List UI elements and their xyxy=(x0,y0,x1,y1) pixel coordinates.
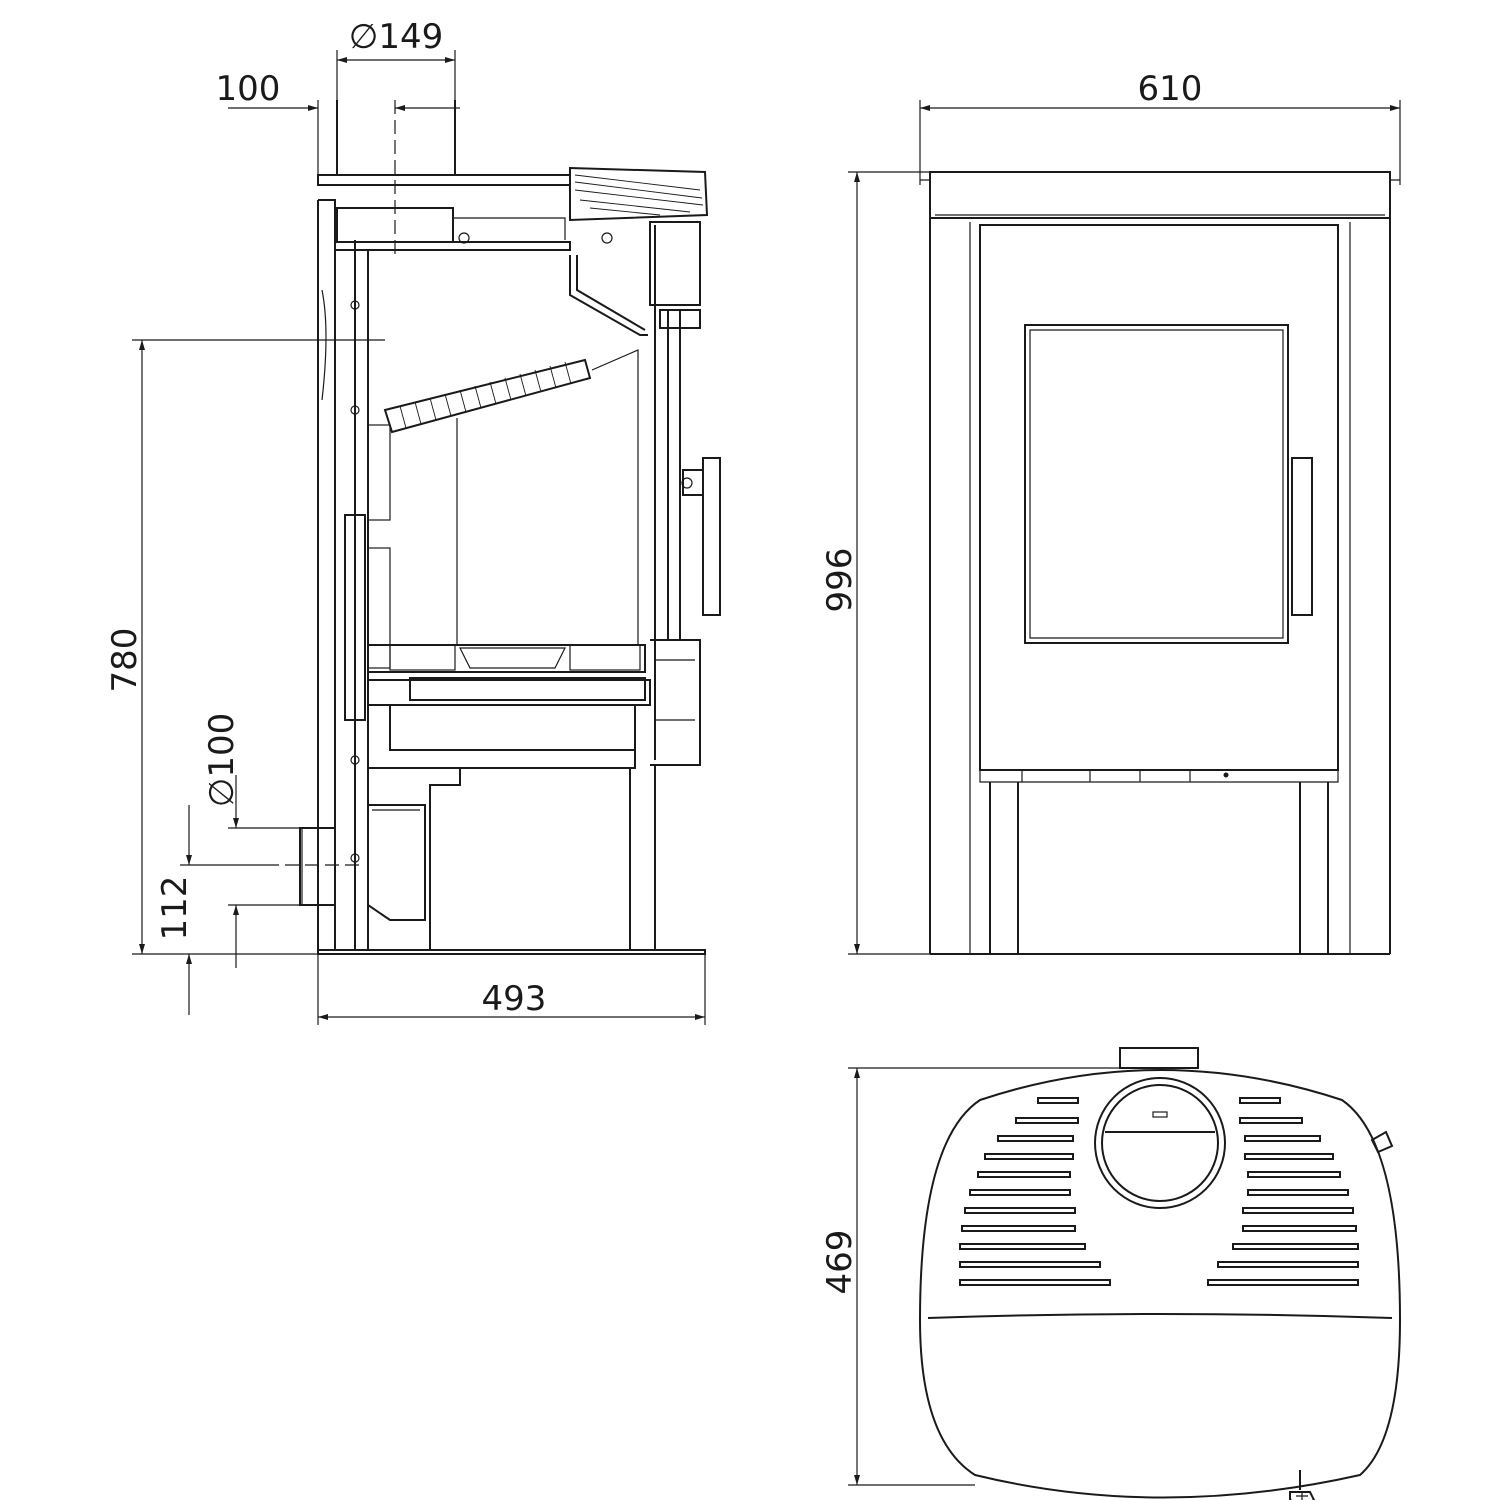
dim-flue-offset: 100 xyxy=(216,69,281,109)
vent-slots-left xyxy=(959,1097,1111,1286)
dim-depth-top: 469 xyxy=(820,1230,860,1295)
dim-air-inlet-height: 112 xyxy=(155,876,195,941)
dim-depth-side: 493 xyxy=(482,979,547,1019)
front-view xyxy=(920,171,1400,955)
dim-hearth-height: 780 xyxy=(105,628,145,693)
front-dimensions: 610 996 xyxy=(820,69,1401,955)
side-view xyxy=(265,100,721,955)
dim-height-front: 996 xyxy=(820,548,860,613)
top-view xyxy=(918,1047,1402,1500)
side-dimensions: ∅149 100 780 ∅100 112 493 xyxy=(105,17,706,1025)
vent-slots-right xyxy=(1207,1097,1359,1286)
dim-flue-diameter: ∅149 xyxy=(349,17,444,57)
dim-width-front: 610 xyxy=(1138,69,1203,109)
top-dimensions: 469 xyxy=(820,1067,1120,1486)
dim-air-inlet-diameter: ∅100 xyxy=(202,713,242,808)
